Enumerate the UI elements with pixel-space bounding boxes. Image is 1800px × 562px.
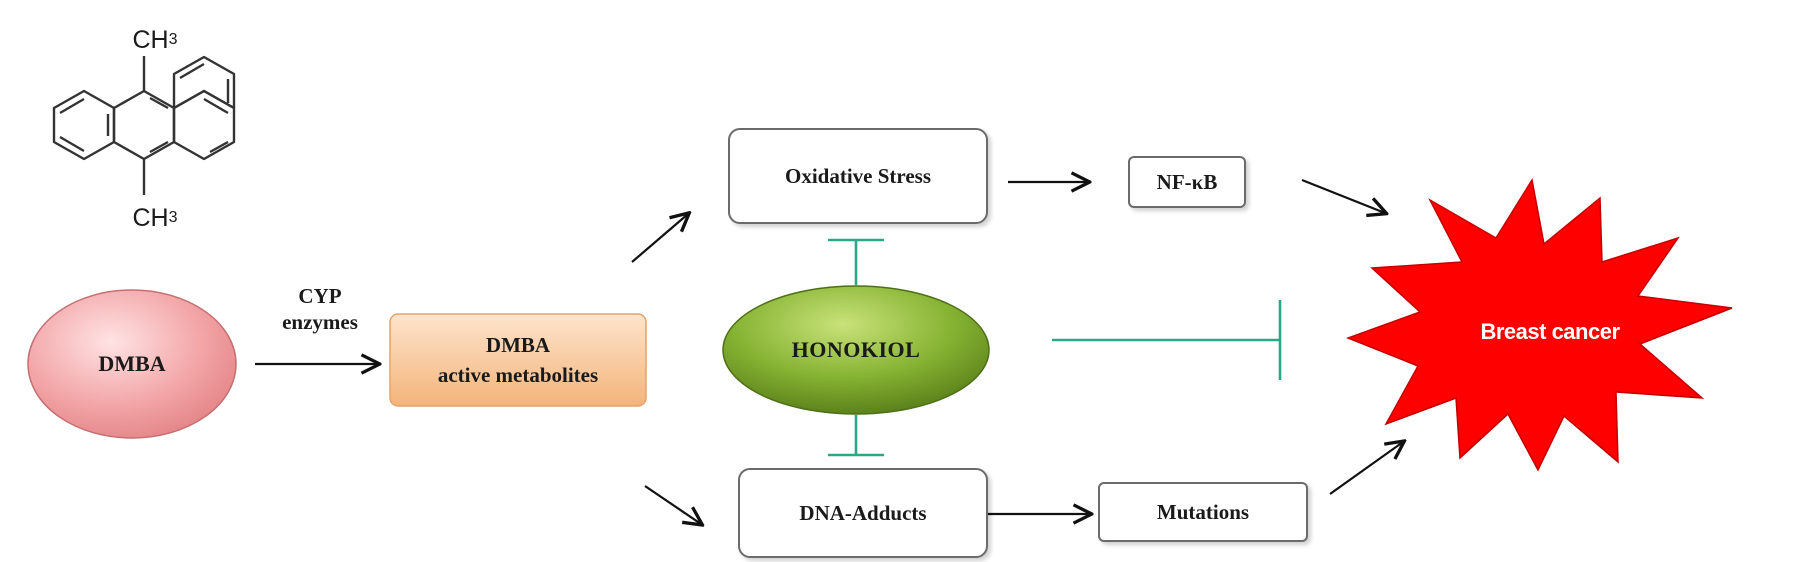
inhibit-honokiol-dna — [828, 415, 884, 457]
mutations-box: Mutations — [1098, 482, 1308, 542]
honokiol-node-label: HONOKIOL — [791, 337, 921, 362]
arrow-metabolites-to-oxidative — [631, 214, 688, 263]
breast-cancer-starburst-shape — [1345, 177, 1733, 472]
metabolites-node-label: DMBA active metabolites — [390, 314, 646, 406]
dmba-ellipse-shape — [27, 289, 237, 439]
cyp-line2: enzymes — [282, 310, 358, 334]
nfkb-box: NF-κB — [1128, 156, 1246, 208]
ch3-top-text: CH — [132, 25, 169, 54]
honokiol-ellipse-shape — [722, 285, 990, 415]
breast-cancer-label: Breast cancer — [1480, 319, 1620, 344]
inhibit-honokiol-cancer — [1052, 300, 1282, 380]
dmba-molecule-structure — [52, 55, 236, 195]
arrow-mutations-to-cancer — [1329, 442, 1403, 495]
ch3-bottom-sub: 3 — [168, 209, 178, 226]
cyp-line1: CYP — [298, 284, 342, 308]
cyp-enzymes-label: CYP enzymes — [262, 276, 378, 342]
inhibit-honokiol-oxidative — [828, 238, 884, 285]
arrow-nfkb-to-cancer — [1301, 178, 1385, 213]
arrow-metabolites-to-dna — [644, 485, 701, 524]
oxidative-stress-box: Oxidative Stress — [728, 128, 988, 224]
metabolites-box-shape — [389, 313, 647, 407]
dmba-node-label: DMBA — [98, 351, 166, 376]
metabolites-line1: DMBA — [485, 333, 551, 357]
ch3-top-sub: 3 — [168, 31, 178, 48]
dna-adducts-box: DNA-Adducts — [738, 468, 988, 558]
ch3-bottom-text: CH — [132, 203, 169, 232]
metabolites-line2: active metabolites — [437, 363, 599, 387]
